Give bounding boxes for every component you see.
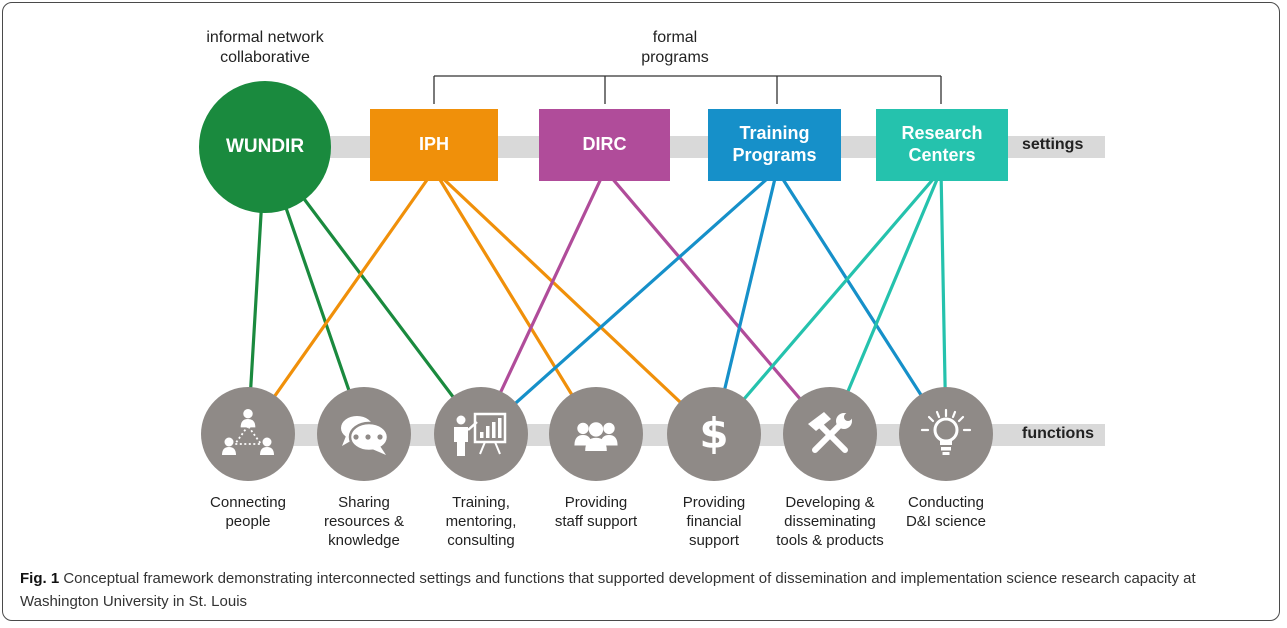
- link-iph-to-staff-support: [432, 168, 598, 436]
- link-dirc-to-developing-tools: [603, 168, 832, 436]
- caption-label: Fig. 1: [20, 570, 60, 587]
- caption-text: Conceptual framework demonstrating inter…: [20, 570, 1196, 610]
- settings-lane-label: settings: [1022, 136, 1084, 153]
- setting-wundir-circle: [199, 81, 331, 213]
- link-training-programs-to-training-mentoring: [479, 168, 779, 436]
- dollar-icon: $: [699, 409, 728, 458]
- speech-bubbles-icon: [341, 416, 390, 455]
- shapes-layer: $: [199, 81, 993, 481]
- setting-dirc-box: DIRC: [539, 109, 670, 181]
- function-financial-support-label: Providing financial support: [682, 494, 746, 550]
- setting-research-centers-box: Research Centers: [876, 109, 1008, 181]
- figure-frame: [2, 2, 1280, 621]
- group-icon: [574, 422, 618, 451]
- setting-training-programs-box: Training Programs: [708, 109, 841, 181]
- function-training-mentoring-label: Training, mentoring, consulting: [445, 494, 517, 550]
- link-research-centers-to-financial-support: [712, 168, 943, 436]
- formal-programs-label: formal programs: [641, 29, 709, 66]
- setting-wundir-label: WUNDIR: [225, 136, 305, 157]
- presenter-chart-icon: [454, 412, 507, 456]
- function-sharing-resources-label: Sharing resources & knowledge: [323, 494, 405, 550]
- link-iph-to-connecting-people: [246, 168, 436, 436]
- functions-lane-label: functions: [1022, 425, 1094, 442]
- link-iph-to-financial-support: [432, 168, 716, 436]
- link-research-centers-to-developing-tools: [828, 168, 943, 436]
- people-network-icon: [222, 408, 274, 455]
- lightbulb-icon: [920, 408, 972, 455]
- function-conducting-science-label: Conducting D&I science: [905, 494, 987, 531]
- function-connecting-people-label: Connecting people: [210, 494, 286, 531]
- formal-programs-bracket: [433, 75, 942, 104]
- function-connecting-people-circle: [201, 387, 295, 481]
- function-financial-support-circle: [667, 387, 761, 481]
- setting-iph-box: IPH: [370, 109, 498, 181]
- link-dirc-to-training-mentoring: [479, 168, 607, 436]
- function-developing-tools-label: Developing & disseminating tools & produ…: [776, 494, 884, 550]
- figure-caption: Fig. 1 Conceptual framework demonstratin…: [20, 568, 1260, 613]
- links-layer: [246, 145, 948, 436]
- function-conducting-science-circle: [899, 387, 993, 481]
- svg-text:$: $: [699, 409, 728, 458]
- function-staff-support-label: Providing staff support: [554, 494, 638, 531]
- tools-icon: [808, 412, 852, 453]
- informal-network-label: informal network collaborative: [206, 29, 324, 66]
- link-training-programs-to-conducting-science: [775, 168, 948, 436]
